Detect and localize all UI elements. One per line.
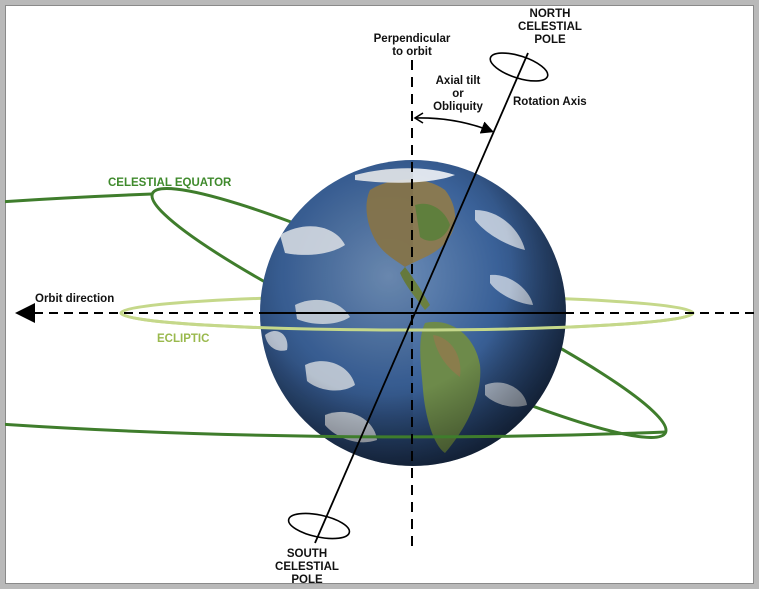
axial-tilt-arc bbox=[414, 117, 494, 134]
axial-tilt-label: Axial tilt or Obliquity bbox=[433, 75, 483, 113]
celestial-equator-label: CELESTIAL EQUATOR bbox=[108, 177, 232, 189]
south-pole-label: SOUTH CELESTIAL POLE bbox=[275, 548, 339, 586]
rotation-axis-label: Rotation Axis bbox=[513, 96, 587, 108]
celestial-equator-ring-front bbox=[5, 192, 667, 439]
ecliptic-label: ECLIPTIC bbox=[157, 333, 210, 345]
orbit-direction-label: Orbit direction bbox=[35, 293, 115, 305]
north-rotation-loop bbox=[489, 52, 549, 82]
south-rotation-loop bbox=[287, 512, 351, 540]
rotation-axis-line bbox=[314, 52, 529, 544]
north-pole-label: NORTH CELESTIAL POLE bbox=[518, 8, 582, 46]
perpendicular-label: Perpendicular to orbit bbox=[373, 33, 451, 58]
obliquity-diagram bbox=[5, 52, 755, 553]
